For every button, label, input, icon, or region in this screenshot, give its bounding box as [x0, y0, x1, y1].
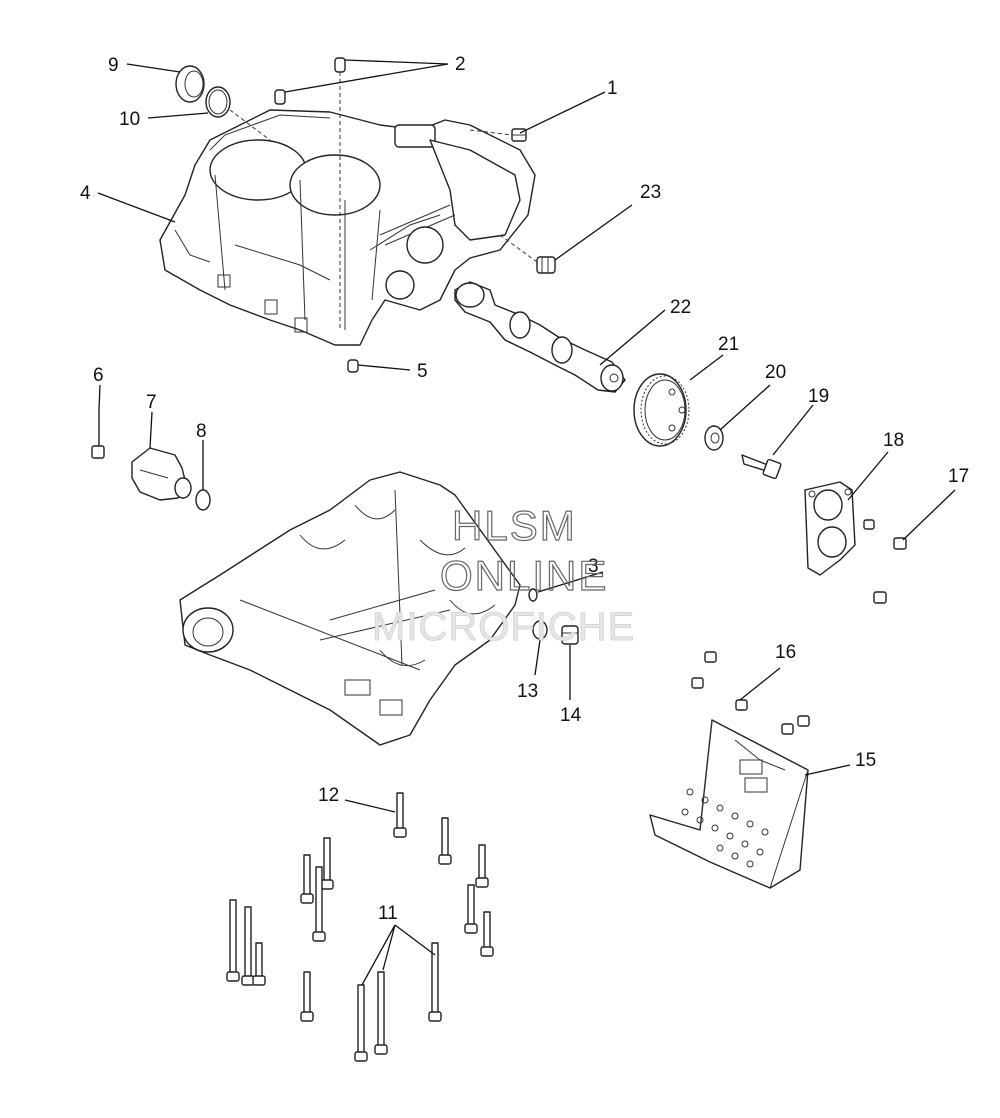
callout-3: 3: [588, 556, 599, 577]
crankcase-bolt-c[interactable]: [320, 837, 334, 890]
callout-21: 21: [718, 334, 739, 355]
camshaft[interactable]: [454, 281, 626, 393]
callout-8: 8: [196, 421, 207, 442]
leader-lines: [97, 59, 956, 986]
o-ring-8[interactable]: [195, 489, 211, 511]
callout-labels: 1 2 3 4 5 6 7 8 9 10 11 12 13 14 15 16 1…: [80, 54, 969, 924]
crankcase-bolt-d[interactable]: [300, 854, 314, 904]
crankcase-bolt-m[interactable]: [374, 971, 388, 1055]
upper-crankcase[interactable]: [159, 109, 536, 346]
oil-plug[interactable]: [536, 256, 556, 274]
dowel-pin-top-1[interactable]: [334, 57, 346, 73]
cover-screw-1[interactable]: [863, 519, 875, 530]
callout-12: 12: [318, 785, 339, 806]
washer[interactable]: [704, 425, 724, 451]
callout-14: 14: [560, 705, 582, 726]
baffle-bolt-3[interactable]: [735, 699, 748, 711]
crankcase-bolt-k[interactable]: [428, 942, 442, 1022]
o-ring-3[interactable]: [528, 588, 538, 602]
washer-13[interactable]: [532, 620, 548, 640]
callout-5: 5: [417, 361, 428, 382]
callout-18: 18: [883, 430, 904, 451]
drain-plug[interactable]: [561, 625, 579, 645]
watermark-line-1: HLSM: [452, 502, 577, 549]
crankcase-bolt-b[interactable]: [475, 844, 489, 888]
crankcase-bolt-j[interactable]: [252, 942, 266, 986]
callout-22: 22: [670, 297, 691, 318]
crankcase-bolt-h[interactable]: [226, 899, 240, 982]
baffle-bolt-4[interactable]: [781, 723, 794, 735]
crankcase-bolt-g[interactable]: [480, 911, 494, 957]
callout-16: 16: [775, 642, 796, 663]
callout-19: 19: [808, 386, 829, 407]
callout-7: 7: [146, 392, 157, 413]
dowel-pin-bottom[interactable]: [347, 359, 359, 373]
cam-gear-bolt[interactable]: [741, 454, 782, 480]
cover-screw-2[interactable]: [893, 537, 907, 550]
dowel-pin-top-2[interactable]: [274, 89, 286, 105]
baffle-bolt-5[interactable]: [797, 715, 810, 727]
cover-plate[interactable]: [804, 481, 856, 576]
baffle-plate[interactable]: [649, 719, 809, 889]
crankcase-bolt-12[interactable]: [393, 792, 407, 838]
snap-ring[interactable]: [205, 86, 231, 118]
cover-screw-3[interactable]: [873, 591, 887, 604]
crankcase-bolt-l[interactable]: [300, 971, 314, 1022]
baffle-bolt-1[interactable]: [704, 651, 717, 663]
callout-9: 9: [108, 55, 119, 76]
crankcase-bolt-e[interactable]: [312, 866, 326, 942]
callout-17: 17: [948, 466, 969, 487]
watermark-line-2: ONLINE: [440, 552, 608, 599]
callout-11: 11: [378, 903, 398, 924]
callout-20: 20: [765, 362, 786, 383]
crankcase-bolt-f[interactable]: [464, 884, 478, 934]
watermark-line-3: MICROFICHE: [372, 605, 635, 649]
bolt-6[interactable]: [91, 410, 105, 459]
callout-2: 2: [455, 54, 466, 75]
callout-15: 15: [855, 750, 876, 771]
callout-10: 10: [119, 109, 140, 130]
crankcase-bolt-n[interactable]: [354, 984, 368, 1062]
callout-13: 13: [517, 681, 538, 702]
crankcase-bolt-i[interactable]: [241, 906, 255, 986]
crankcase-bolt-a[interactable]: [438, 817, 452, 865]
lower-crankcase[interactable]: [179, 471, 521, 746]
baffle-bolt-2[interactable]: [691, 677, 704, 689]
callout-4: 4: [80, 183, 91, 204]
sensor-housing[interactable]: [131, 447, 192, 501]
cam-gear[interactable]: [633, 373, 690, 447]
watermark: HLSM ONLINE MICROFICHE: [372, 501, 635, 649]
oil-seal[interactable]: [175, 65, 205, 103]
callout-6: 6: [93, 365, 104, 386]
callout-1: 1: [607, 78, 618, 99]
callout-23: 23: [640, 182, 661, 203]
